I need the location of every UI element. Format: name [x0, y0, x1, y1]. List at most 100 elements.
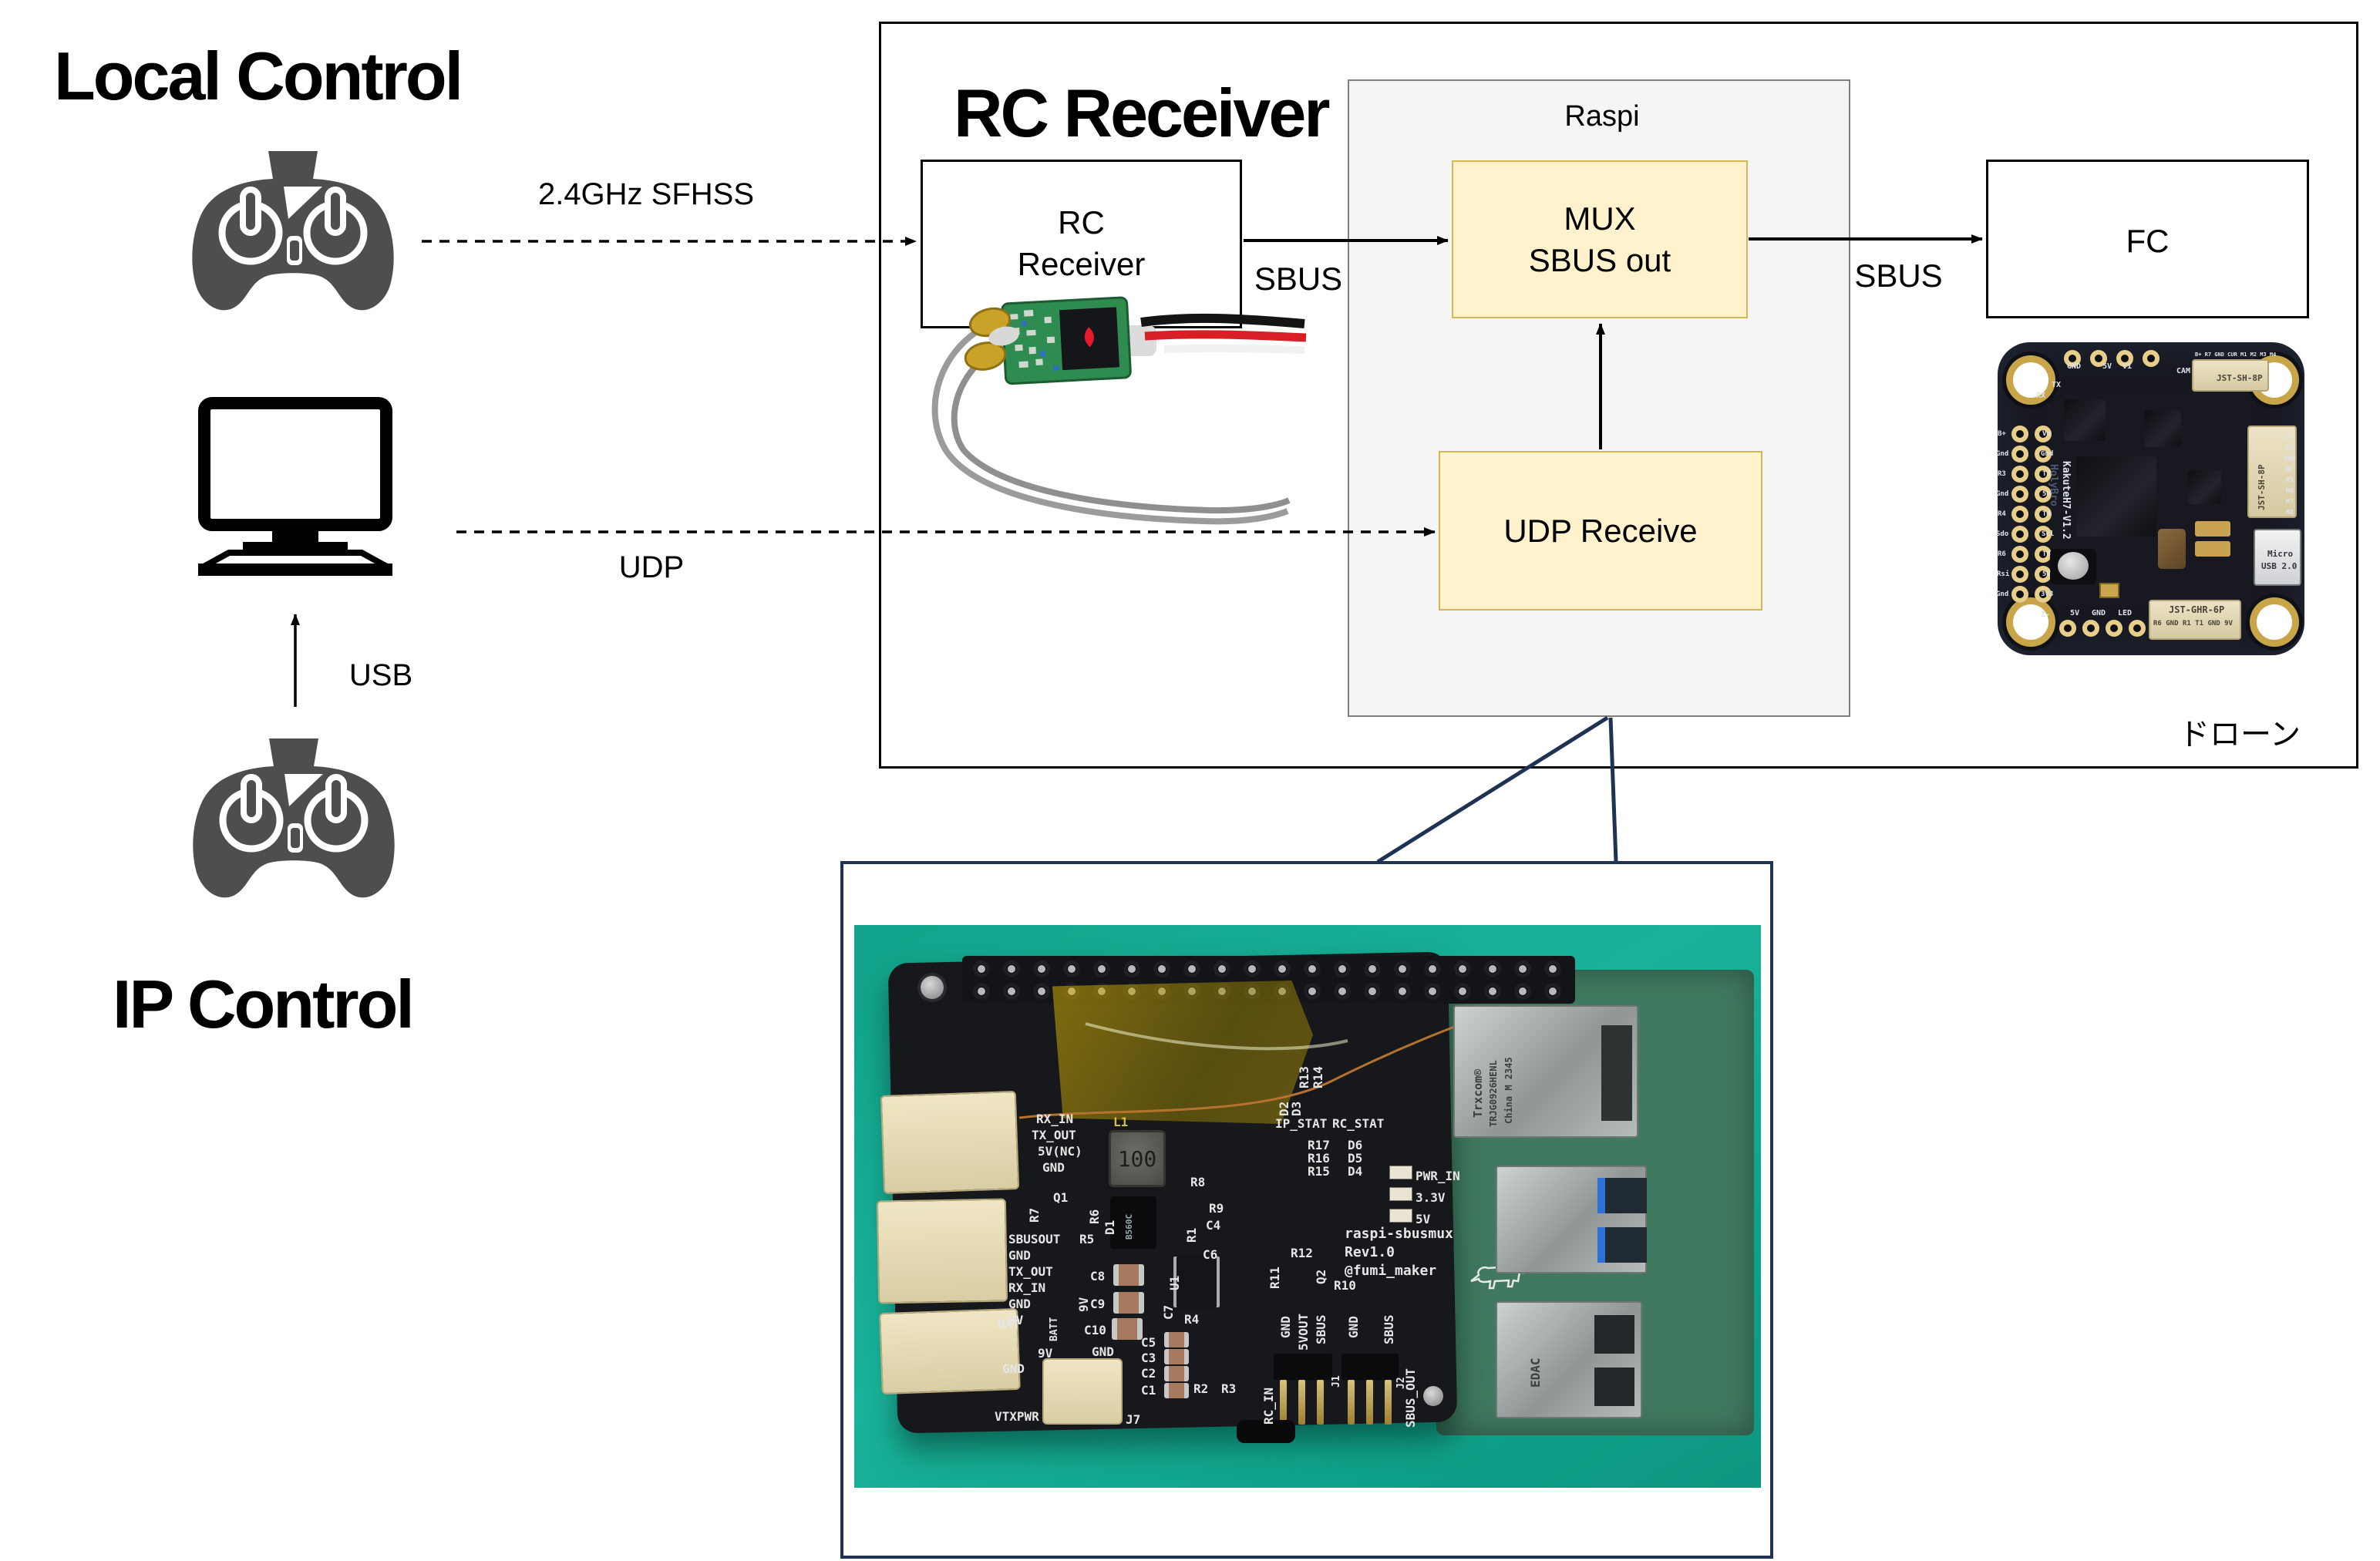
- led-pwr: [1389, 1166, 1412, 1179]
- usb2-port: EDAC: [1496, 1301, 1642, 1418]
- gpio-pin: [1033, 983, 1050, 1000]
- pcb-silkscreen-label: VTXPWR: [995, 1409, 1039, 1424]
- pcb-silkscreen-label: RX_IN: [1036, 1112, 1074, 1126]
- corner-screw: [1423, 1386, 1443, 1406]
- pcb-silkscreen-label: C3: [1141, 1351, 1156, 1365]
- fc-solder-pad: [2011, 506, 2028, 523]
- fc-jst-sh-right: [2247, 426, 2297, 518]
- sfhss-edge-label: 2.4GHz SFHSS: [537, 177, 755, 211]
- fc-silkscreen-label: Vi: [2122, 362, 2133, 371]
- fc-silkscreen-label: Gnd: [1996, 490, 2009, 498]
- fc-label: FC: [2126, 223, 2170, 259]
- pcb-silkscreen-label: C4: [1206, 1218, 1221, 1233]
- fc-solder-pad: [2035, 526, 2052, 543]
- gpio-pin: [1364, 983, 1381, 1000]
- gpio-pin: [1364, 960, 1381, 977]
- drone-jp-label: ドローン: [2179, 718, 2301, 752]
- pcb-silkscreen-label: D1: [1102, 1220, 1117, 1235]
- fc-mount-hole: [2013, 604, 2048, 640]
- pcb-silkscreen-label: GND: [1278, 1316, 1293, 1338]
- fc-silkscreen-label: T6: [2042, 550, 2051, 558]
- fc-micro-usb: [2254, 529, 2301, 586]
- rc-node-line2: Receiver: [1017, 246, 1146, 282]
- audio-jack: [1237, 1420, 1295, 1443]
- gpio-pin: [1334, 983, 1351, 1000]
- callout-line-right: [1608, 717, 1618, 863]
- gpio-pin: [1123, 960, 1140, 977]
- fc-solder-pad: [2082, 620, 2099, 637]
- pcb-silkscreen-label: TX_OUT: [1008, 1264, 1053, 1279]
- pcb-silkscreen-label: R5: [1079, 1232, 1095, 1246]
- pcb-silkscreen-label: GND: [1346, 1316, 1361, 1338]
- gpio-pin: [1394, 983, 1411, 1000]
- gpio-pin: [1214, 960, 1230, 977]
- header-pin: [1280, 1380, 1287, 1425]
- pcb-silkscreen-label: GND: [1042, 1160, 1065, 1175]
- usb3-port: [1496, 1166, 1647, 1273]
- fc-solder-pad: [2011, 566, 2028, 583]
- servo-wire-red: [1144, 330, 1307, 342]
- pcb-silkscreen-label: C7: [1161, 1304, 1176, 1320]
- gpio-pin: [1454, 960, 1471, 977]
- gpio-pin: [1183, 960, 1200, 977]
- receiver-pcb: [1001, 296, 1132, 385]
- pcb-silkscreen-label: 5VOUT: [1296, 1313, 1311, 1351]
- ethernet-jack: [1453, 1005, 1638, 1138]
- fc-boot-button: [2058, 552, 2089, 580]
- pcb-silkscreen-label: R9: [1209, 1201, 1224, 1216]
- sbus-edge-label-2: SBUS: [1854, 257, 1943, 294]
- gpio-pin: [1484, 983, 1501, 1000]
- gpio-pin: [1153, 960, 1170, 977]
- fc-silkscreen-label: RX: [2036, 392, 2046, 400]
- cap-c9: [1113, 1292, 1144, 1314]
- pcb-silkscreen-label: GND: [1008, 1248, 1031, 1263]
- pcb-silkscreen-label: 3.3V: [1416, 1190, 1446, 1205]
- pcb-silkscreen-label: SBUSOUT: [1008, 1232, 1061, 1246]
- fc-silkscreen-label: JST-GHR-6P: [2169, 604, 2225, 615]
- fc-osd-chip: [2144, 410, 2181, 447]
- gpio-pin: [1274, 960, 1291, 977]
- fc-silkscreen-label: KakuteH7-V1.2: [2060, 461, 2072, 540]
- pcb-silkscreen-label: R12: [1291, 1246, 1313, 1260]
- pcb-silkscreen-label: R14: [1311, 1066, 1325, 1088]
- pcb-silkscreen-label: @fumi_maker: [1345, 1263, 1437, 1279]
- gpio-pin: [1514, 960, 1531, 977]
- pcb-silkscreen-label: R10: [1334, 1278, 1356, 1293]
- gpio-pin: [1033, 960, 1050, 977]
- fc-mcu-chip: [2076, 456, 2156, 537]
- pcb-silkscreen-label: RC_STAT: [1332, 1116, 1385, 1131]
- fc-silkscreen-label: TX: [2052, 381, 2062, 389]
- pcb-silkscreen-label: R15: [1308, 1164, 1330, 1179]
- fc-silkscreen-label: Micro: [2267, 549, 2294, 559]
- fc-solder-pad: [2129, 620, 2146, 637]
- pcb-silkscreen-label: R11: [1267, 1267, 1282, 1289]
- gpio-pin: [1063, 960, 1080, 977]
- fc-silkscreen-label: GND: [2092, 609, 2106, 617]
- cap-c5: [1164, 1332, 1189, 1347]
- pcb-silkscreen-label: U1: [1167, 1275, 1182, 1290]
- gpio-pin: [1514, 983, 1531, 1000]
- cap-c2: [1164, 1366, 1189, 1381]
- fc-solder-pad: [2011, 586, 2028, 603]
- rc-receiver-title: RC Receiver: [954, 75, 1331, 151]
- gpio-pin: [1394, 960, 1411, 977]
- gpio-pin: [1304, 960, 1321, 977]
- fc-solder-pad: [2035, 426, 2052, 442]
- fc-solder-pad: [2106, 620, 2122, 637]
- cap-c3: [1164, 1349, 1189, 1364]
- standoff-screw: [921, 976, 944, 999]
- pcb-silkscreen-label: C1: [1141, 1383, 1156, 1398]
- fc-mount-hole: [2257, 604, 2292, 640]
- fc-solder-pad: [2035, 446, 2052, 463]
- fc-silkscreen-label: 5V: [2042, 570, 2051, 578]
- fc-solder-pad: [2035, 586, 2052, 603]
- gamepad-icon-ip: [193, 738, 395, 898]
- cap-c1: [1164, 1383, 1189, 1398]
- pcb-silkscreen-label: PWR_IN: [1416, 1169, 1460, 1183]
- fc-silkscreen-label: HolyBro: [2048, 464, 2059, 506]
- pcb-silkscreen-label: C6: [1203, 1247, 1218, 1262]
- fc-solder-pad: [2011, 466, 2028, 483]
- rc-node-line1: RC: [1058, 204, 1105, 241]
- tape-glare: [1085, 1022, 1348, 1051]
